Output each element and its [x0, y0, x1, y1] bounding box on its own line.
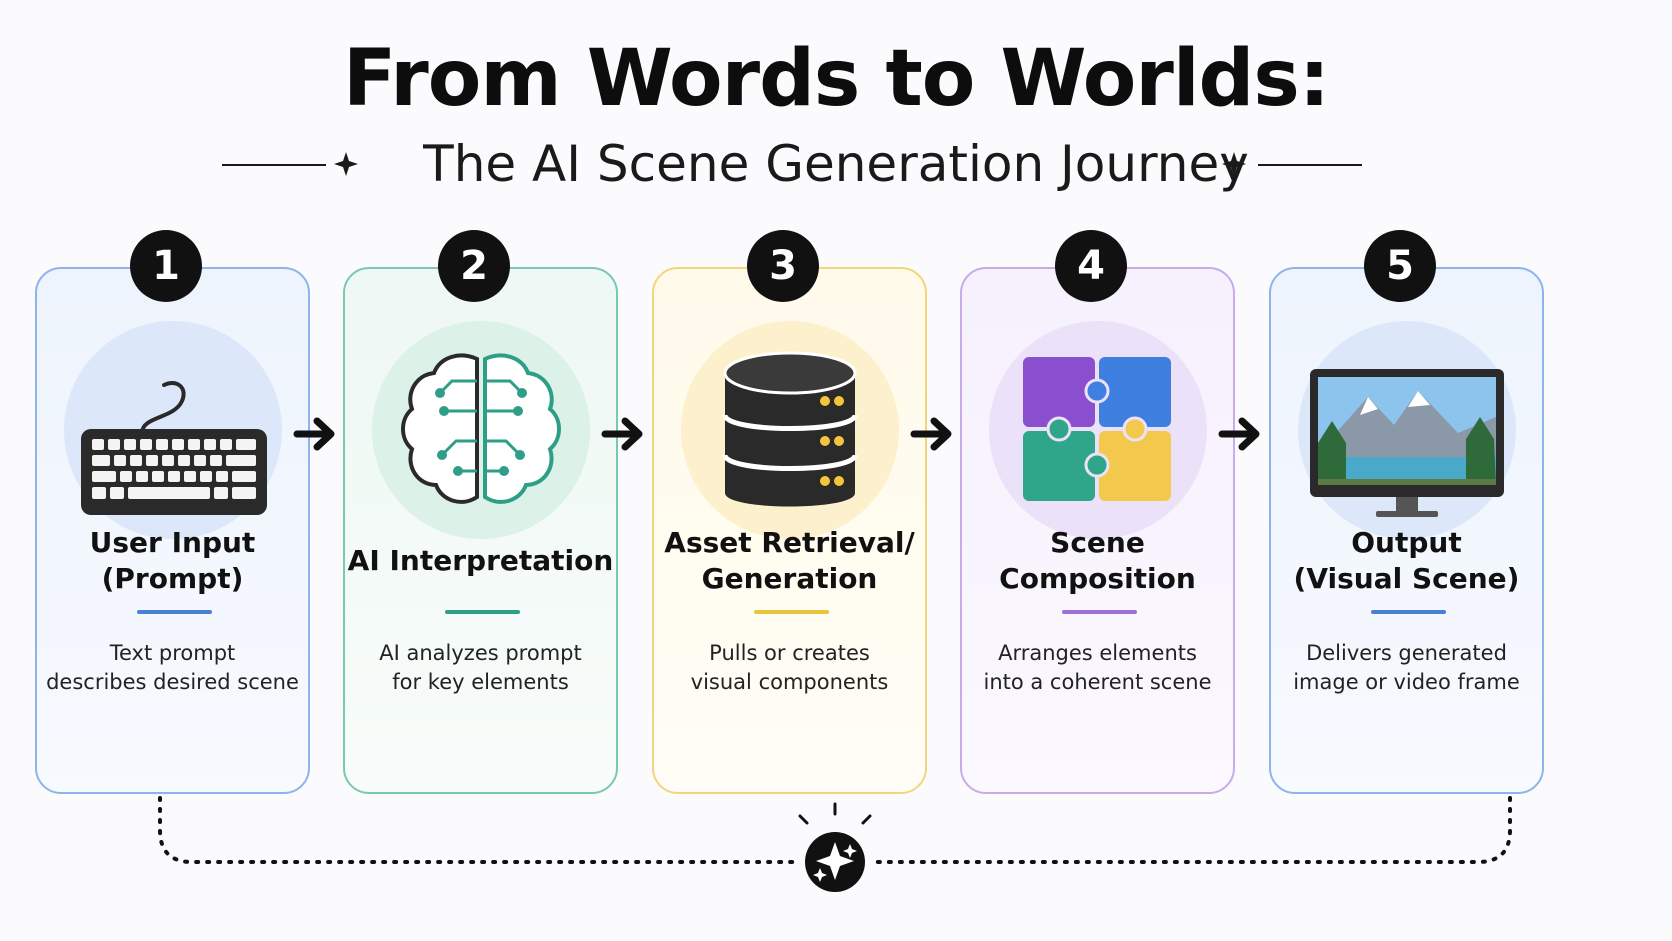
arrow-2-to-3-icon: [601, 417, 643, 451]
step-2-desc-line2: for key elements: [392, 670, 569, 694]
step-3-card: Asset Retrieval/ Generation Pulls or cre…: [652, 267, 927, 794]
step-1-badge: 1: [130, 230, 202, 302]
arrow-4-to-5-icon: [1218, 417, 1260, 451]
monitor-landscape-icon: [1310, 369, 1504, 517]
step-4-badge: 4: [1055, 230, 1127, 302]
puzzle-icon: [1023, 357, 1171, 501]
magic-sparkle-icon: [798, 802, 872, 892]
left-sparkle-icon: [334, 152, 358, 176]
step-1-desc-line1: Text prompt: [109, 641, 236, 665]
step-5-title-line2: (Visual Scene): [1293, 562, 1520, 595]
step-5-desc-line2: image or video frame: [1293, 670, 1520, 694]
step-1-icon-bg: [64, 321, 282, 539]
step-2-card: AI Interpretation AI analyzes prompt for…: [343, 267, 618, 794]
step-4-icon-bg: [989, 321, 1207, 539]
step-4-title-line1: Scene: [1050, 526, 1145, 559]
step-5-desc-line1: Delivers generated: [1306, 641, 1507, 665]
right-sparkle-icon: [1222, 152, 1246, 176]
step-3-desc-line2: visual components: [690, 670, 889, 694]
subtitle-row: The AI Scene Generation Journey: [0, 130, 1672, 200]
step-5-underline: [1371, 610, 1446, 614]
step-5-title-line1: Output: [1351, 526, 1462, 559]
step-3-icon-bg: [681, 321, 899, 539]
page-title: From Words to Worlds:: [342, 34, 1330, 124]
step-1-underline: [137, 610, 212, 614]
keyboard-icon: [81, 381, 267, 515]
arrow-1-to-2-icon: [293, 417, 335, 451]
step-1-title-line2: (Prompt): [101, 562, 244, 595]
step-2-title-line1: AI Interpretation: [347, 544, 614, 577]
step-1-title-line1: User Input: [89, 526, 256, 559]
page-subtitle: The AI Scene Generation Journey: [423, 135, 1249, 193]
step-3-badge: 3: [747, 230, 819, 302]
step-4-desc-line2: into a coherent scene: [983, 670, 1212, 694]
database-icon: [722, 351, 858, 507]
step-5-badge: 5: [1364, 230, 1436, 302]
step-4-card: Scene Composition Arranges elements into…: [960, 267, 1235, 794]
step-4-underline: [1062, 610, 1137, 614]
brain-circuit-icon: [401, 353, 561, 504]
step-3-underline: [754, 610, 829, 614]
step-1-card: User Input (Prompt) Text prompt describe…: [35, 267, 310, 794]
step-3-title-line2: Generation: [701, 562, 878, 595]
step-4-title-line2: Composition: [999, 562, 1196, 595]
feedback-loop-connector: [158, 796, 1512, 892]
step-2-desc-line1: AI analyzes prompt: [379, 641, 582, 665]
step-1-desc-line2: describes desired scene: [46, 670, 299, 694]
step-2-underline: [445, 610, 520, 614]
left-deco-line: [222, 164, 326, 166]
step-3-title-line1: Asset Retrieval/: [664, 526, 915, 559]
arrow-3-to-4-icon: [910, 417, 952, 451]
step-2-badge: 2: [438, 230, 510, 302]
step-5-card: Output (Visual Scene) Delivers generated…: [1269, 267, 1544, 794]
step-4-desc-line1: Arranges elements: [998, 641, 1197, 665]
step-5-icon-bg: [1298, 321, 1516, 539]
right-deco-line: [1258, 164, 1362, 166]
step-2-icon-bg: [372, 321, 590, 539]
step-3-desc-line1: Pulls or creates: [709, 641, 870, 665]
